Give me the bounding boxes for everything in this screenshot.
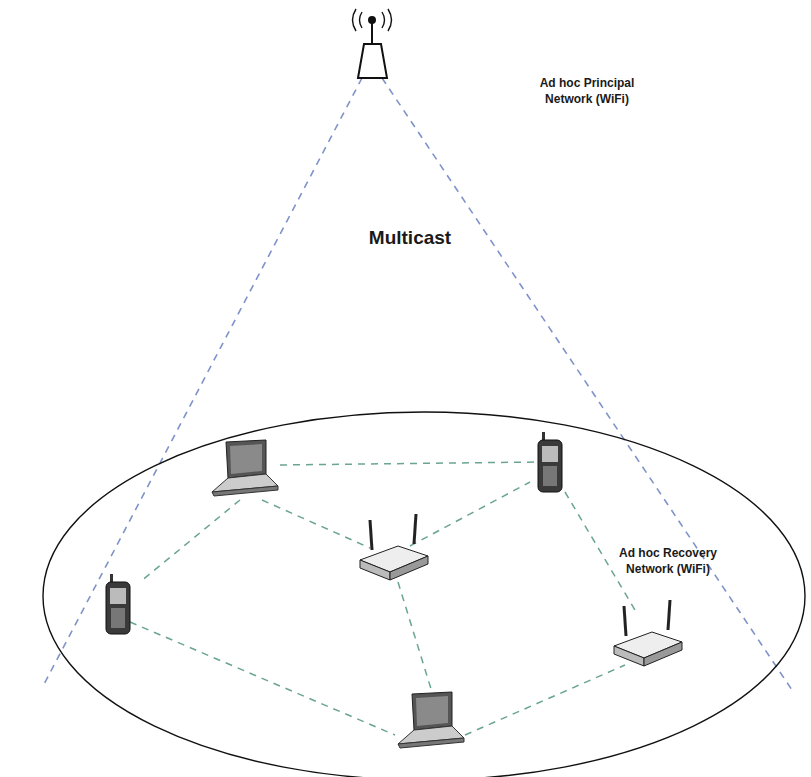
- ad-hoc-link: [262, 500, 370, 548]
- laptop-icon: [398, 692, 464, 748]
- network-label: Ad hoc Principal Network (WiFi): [528, 76, 646, 107]
- region-ellipse: [42, 410, 806, 777]
- multicast-line: [42, 78, 362, 688]
- region-label: Ad hoc Recovery Network (WiFi): [610, 546, 726, 577]
- ad-hoc-link: [410, 482, 530, 546]
- router-icon: [614, 600, 682, 666]
- ad-hoc-link: [465, 665, 625, 735]
- ad-hoc-link: [280, 462, 540, 465]
- network-region: Ad hoc Recovery Network (WiFi): [42, 410, 806, 777]
- multicast-line: [382, 78, 792, 690]
- phone-icon: [106, 574, 130, 634]
- laptop-icon: [212, 440, 278, 496]
- phone-icon: [538, 432, 562, 492]
- ad-hoc-link: [140, 500, 240, 582]
- multicast-label: Multicast: [330, 226, 490, 251]
- antenna-symbol: [353, 9, 392, 78]
- ad-hoc-link: [130, 622, 395, 735]
- router-icon: [360, 514, 428, 580]
